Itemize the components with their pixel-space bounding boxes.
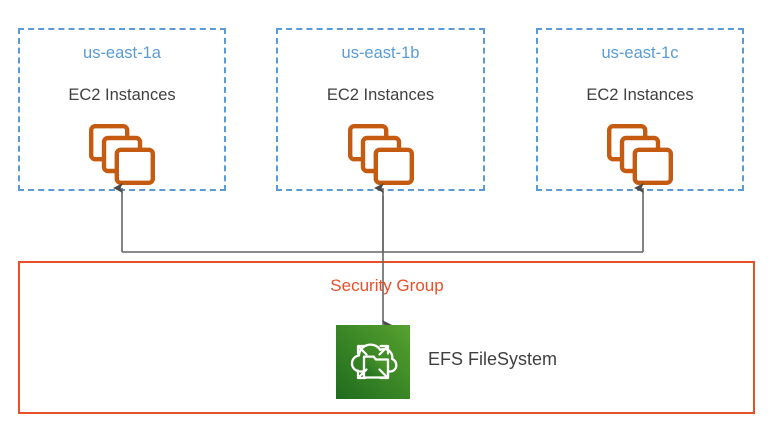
az-label: us-east-1a	[83, 44, 161, 62]
security-group-boundary	[18, 261, 755, 414]
ec2-instances-icon	[607, 124, 673, 186]
az-label: us-east-1b	[341, 44, 420, 62]
az-label: us-east-1c	[601, 44, 679, 62]
security-group-label: Security Group	[330, 276, 444, 295]
ec2-instances-icon	[347, 124, 414, 186]
efs-filesystem-icon	[336, 325, 410, 399]
availability-zone-us-east-1c: us-east-1c EC2 Instances	[536, 28, 744, 191]
availability-zone-us-east-1a: us-east-1a EC2 Instances	[18, 28, 226, 191]
az-resource-label: EC2 Instances	[326, 86, 435, 104]
availability-zone-us-east-1b: us-east-1b EC2 Instances	[276, 28, 485, 191]
az-resource-label: EC2 Instances	[68, 86, 176, 104]
ec2-instances-icon	[89, 124, 155, 186]
efs-filesystem-label: EFS FileSystem	[428, 349, 558, 369]
az-resource-label: EC2 Instances	[586, 86, 694, 104]
